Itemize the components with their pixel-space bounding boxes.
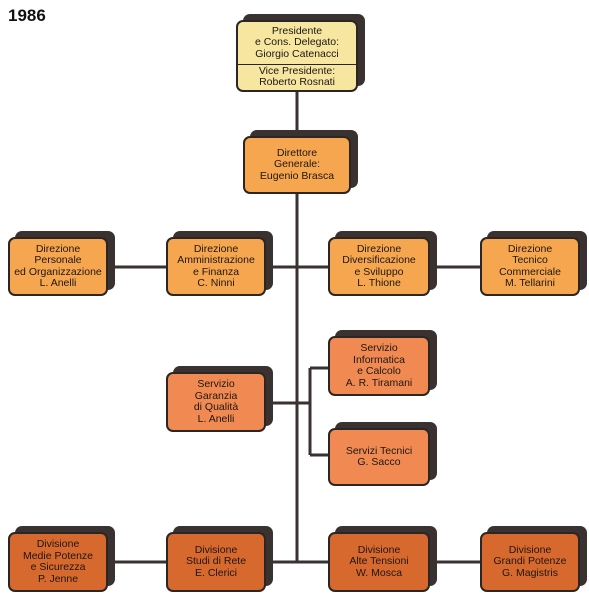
node-line: Divisione [357,543,401,556]
node-line: Divisione [194,543,238,556]
vice-president-line: Vice Presidente: [258,64,336,77]
node-line: Commerciale [499,265,561,278]
president-line: Presidente [271,24,323,37]
node-line: Tecnico [512,254,548,266]
node-line: Garanzia [194,389,238,402]
node-line: e Calcolo [357,365,401,377]
node-line: L. Anelli [39,277,77,289]
node-line: e Sicurezza [30,561,86,573]
node-line: A. R. Tiramani [345,376,413,389]
node-line: P. Jenne [37,572,79,585]
president-line: Giorgio Catenacci [255,47,339,60]
personnel-direction-box: Direzione Personale ed Organizzazione L.… [8,237,108,296]
node-line: Servizi Tecnici [345,444,413,457]
high-voltage-division-box: Divisione Alte Tensioni W. Mosca [328,532,430,592]
node-line: Diversificazione [342,254,416,266]
node-line: Direzione [356,242,402,255]
node-line: L. Anelli [197,412,235,425]
vice-president-line: Roberto Rosnati [259,76,335,89]
node-line: C. Ninni [197,277,235,289]
node-line: ed Organizzazione [14,265,102,278]
node-line: L. Thione [357,277,401,289]
node-line: G. Sacco [357,456,401,468]
node-line: Direzione [507,242,553,255]
administration-direction-box: Direzione Amministrazione e Finanza C. N… [166,237,266,296]
medium-power-division-box: Divisione Medie Potenze e Sicurezza P. J… [8,532,108,592]
director-general-box: Direttore Generale: Eugenio Brasca [243,136,351,194]
node-line: Servizio [360,342,398,354]
year-label: 1986 [8,6,46,25]
vice-president-section: Vice Presidente: Roberto Rosnati [238,65,356,90]
node-line: Grandi Potenze [493,555,567,568]
node-line: e Sviluppo [354,265,404,278]
node-line: Servizio [197,378,235,390]
node-line: G. Magistris [501,566,558,579]
node-line: Studi di Rete [185,555,247,568]
diversification-direction-box: Direzione Diversificazione e Sviluppo L.… [328,237,430,296]
node-line: Amministrazione [177,254,255,266]
node-line: Medie Potenze [22,549,94,562]
node-line: Direzione [35,242,81,255]
node-line: Eugenio Brasca [259,169,335,182]
node-line: Direzione [193,242,239,255]
node-line: Direttore [276,146,318,159]
large-power-division-box: Divisione Grandi Potenze G. Magistris [480,532,580,592]
technical-direction-box: Direzione Tecnico Commerciale M. Tellari… [480,237,580,296]
node-line: W. Mosca [355,566,403,579]
node-line: Informatica [353,353,405,366]
node-line: Divisione [36,538,80,550]
quality-service-box: Servizio Garanzia di Qualità L. Anelli [166,372,266,432]
node-line: Personale [34,254,82,266]
network-studies-division-box: Divisione Studi di Rete E. Clerici [166,532,266,592]
node-line: Generale: [273,158,321,171]
informatics-service-box: Servizio Informatica e Calcolo A. R. Tir… [328,336,430,396]
president-line: e Cons. Delegato: [254,36,340,49]
node-line: E. Clerici [194,566,237,579]
node-line: e Finanza [192,265,240,278]
node-line: di Qualità [193,401,239,413]
node-line: M. Tellarini [505,277,555,289]
node-line: Divisione [508,543,552,556]
technical-services-box: Servizi Tecnici G. Sacco [328,428,430,486]
president-section: Presidente e Cons. Delegato: Giorgio Cat… [238,22,356,65]
president-box: Presidente e Cons. Delegato: Giorgio Cat… [236,20,358,92]
node-line: Alte Tensioni [349,555,409,568]
